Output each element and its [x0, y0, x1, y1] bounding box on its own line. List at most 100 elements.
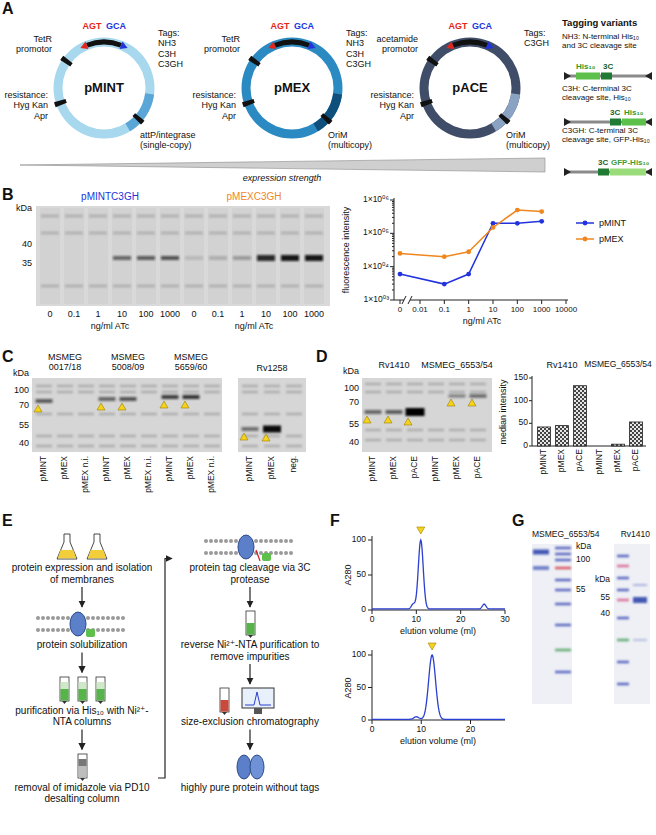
tag-label: GFP-His₁₀: [611, 158, 649, 167]
axis-tick: [529, 378, 532, 379]
codon-label: GCA: [472, 21, 492, 31]
gel-lane: [184, 208, 204, 304]
gel-band: [281, 255, 299, 261]
gel-band: [242, 445, 258, 448]
marker-triangle: [181, 401, 189, 408]
gel-lane: [64, 208, 84, 304]
process-step: highly pure protein without tags: [172, 750, 328, 796]
gel-band: [120, 397, 137, 401]
axis-minor-tick: [392, 238, 394, 239]
flow-arrow: [249, 664, 250, 684]
tags-label: Tags: NH3 C3H C3GH: [158, 28, 192, 69]
axis-minor-tick: [392, 236, 394, 237]
axis-minor-tick: [392, 210, 394, 211]
tag-segment: [610, 169, 646, 176]
gel-band: [204, 385, 220, 388]
gel-band: [365, 410, 382, 414]
data-point: [515, 221, 520, 226]
axis-tick: [416, 610, 417, 614]
lane-label: neg.: [289, 456, 299, 473]
gel-band: [365, 429, 381, 432]
gel-band: [89, 232, 107, 235]
monitor: [242, 688, 274, 708]
step-icon: [176, 532, 324, 562]
gel-band: [89, 215, 107, 218]
lipid-head: [101, 628, 105, 632]
lane-label: 0.1: [212, 309, 225, 319]
gel-band: [209, 215, 227, 218]
gel-group-label: MSMEG 5659/60: [161, 352, 221, 373]
axis-line: [372, 536, 373, 610]
panel-letter: F: [330, 512, 340, 530]
marker-triangle: [97, 403, 105, 410]
gel-band: [141, 435, 157, 438]
axis-tick: [421, 720, 422, 724]
chromatogram: [372, 540, 505, 609]
column-resin: [79, 766, 87, 778]
gel-band: [449, 429, 465, 432]
gel-group-label: MSMEG 5008/09: [98, 352, 158, 373]
panel-letter: G: [512, 512, 524, 530]
gel-band: [533, 566, 549, 570]
axis-tick: [368, 575, 372, 576]
tag-segment: [576, 73, 600, 80]
pure-protein: [237, 755, 251, 779]
axis-tick: [368, 540, 372, 541]
lipid-head: [101, 616, 105, 620]
gel-band: [407, 391, 423, 394]
gel-band: [57, 385, 73, 388]
gel-band: [65, 232, 83, 235]
step-text: protein expression and isolation of memb…: [10, 562, 154, 585]
marker-triangle: [262, 434, 270, 441]
gel-band: [120, 391, 136, 394]
marker-triangle: [34, 405, 42, 412]
legend-marker: [583, 237, 588, 242]
gel-band: [633, 597, 647, 603]
tag-label: 3C: [598, 158, 608, 167]
variant-description: C3GH: C-terminal 3C cleavage site, GFP-H…: [562, 126, 654, 144]
gel-band: [555, 671, 571, 674]
gel-band: [120, 435, 136, 438]
gel-lane: [40, 208, 60, 304]
gel-band: [264, 391, 280, 394]
gel-band: [161, 232, 179, 235]
axis-tick: [529, 423, 532, 424]
gel-band: [386, 391, 402, 394]
gel-band: [406, 408, 425, 416]
membrane-protein: [238, 535, 254, 559]
data-point: [539, 209, 544, 214]
lane-label: 10: [117, 309, 127, 319]
axis-title: median intensity: [498, 379, 508, 444]
gel-band: [99, 391, 115, 394]
size-marker: 55: [576, 585, 585, 595]
axis-tick-label: 0: [370, 725, 375, 735]
axis-tick-label: 0.1: [439, 305, 450, 314]
gel-lane: [280, 208, 300, 304]
gel-band: [78, 445, 94, 448]
size-unit: kDa: [595, 575, 610, 585]
lipid-head: [219, 551, 223, 555]
plasmid-feature: [242, 99, 255, 107]
column-tip: [98, 701, 103, 704]
lane-label: pMEX n.i.: [144, 456, 154, 493]
lipid-head: [284, 539, 288, 543]
gel-band: [428, 439, 444, 442]
step-icon: [10, 609, 154, 639]
step-icon: [176, 686, 324, 716]
lane-label: pACE: [410, 456, 420, 478]
gene-end: [564, 168, 571, 176]
lipid-head: [264, 539, 268, 543]
gel-band: [242, 385, 258, 388]
gel-band: [185, 256, 203, 260]
gel-band: [185, 232, 203, 235]
gel-band: [281, 285, 299, 288]
gel-band: [209, 232, 227, 235]
bar: [556, 426, 569, 446]
gel-band: [141, 385, 157, 388]
gel-band: [99, 445, 115, 448]
axis-tick: [529, 400, 532, 401]
lane-label: 10: [261, 309, 271, 319]
axis-tick: [368, 687, 372, 688]
gel-band: [386, 383, 402, 386]
axis-title: ng/ml ATc: [91, 321, 129, 331]
